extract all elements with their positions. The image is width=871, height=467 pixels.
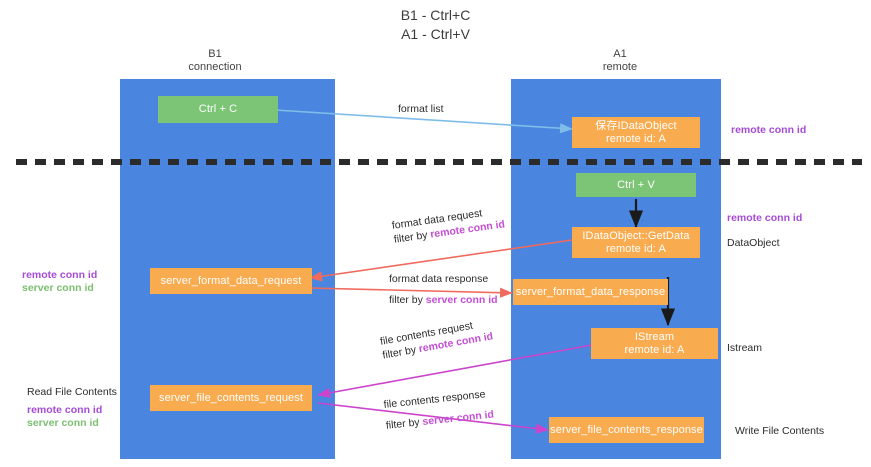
node-istream[interactable]: IStream remote id: A xyxy=(591,328,718,359)
filter-prefix: filter by xyxy=(385,416,424,432)
node-server-format-data-response[interactable]: server_format_data_response xyxy=(513,279,668,305)
edge-label-format-data-response: format data response filter by server co… xyxy=(389,272,498,307)
left-label-read-file-contents: Read File Contents xyxy=(27,386,117,398)
node-server-file-contents-request[interactable]: server_file_contents_request xyxy=(150,385,312,411)
node-ctrl-v[interactable]: Ctrl + V xyxy=(576,173,696,197)
left-label-server-conn-id: server conn id xyxy=(22,282,94,294)
edge-label-file-contents-response: file contents response filter by server … xyxy=(383,387,495,433)
edge-label-file-contents-response-text: file contents response xyxy=(383,388,486,411)
right-label-data-object: DataObject xyxy=(727,237,780,249)
filter-key-server-conn-id: server conn id xyxy=(421,408,495,428)
right-label-write-file-contents: Write File Contents xyxy=(735,425,825,437)
page-title: B1 - Ctrl+C A1 - Ctrl+V xyxy=(400,7,471,42)
node-save-idataobject[interactable]: 保存IDataObject remote id: A xyxy=(572,117,700,148)
left-label-remote-conn-id-2: remote conn id xyxy=(27,404,103,416)
node-server-file-contents-response[interactable]: server_file_contents_response xyxy=(549,417,704,443)
right-label-istream: Istream xyxy=(727,342,763,354)
edge-label-format-list: format list xyxy=(398,103,444,115)
node-server-format-data-request[interactable]: server_format_data_request xyxy=(150,268,312,294)
filter-key-server-conn-id: server conn id xyxy=(425,294,498,306)
filter-prefix: filter by xyxy=(393,228,432,246)
left-label-server-conn-id-2: server conn id xyxy=(27,417,99,429)
node-ctrl-c[interactable]: Ctrl + C xyxy=(158,96,278,123)
filter-prefix: filter by xyxy=(389,294,426,306)
edge-label-format-data-response-filter: filter by server conn id xyxy=(389,293,498,307)
edge-label-format-data-request: format data request filter by remote con… xyxy=(391,203,506,246)
left-label-remote-conn-id: remote conn id xyxy=(22,269,98,281)
node-idataobject-getdata[interactable]: IDataObject::GetData remote id: A xyxy=(572,227,700,258)
lane-caption-a1: A1 remote xyxy=(602,48,638,73)
edge-label-file-contents-request: file contents request filter by remote c… xyxy=(379,316,494,363)
edge-label-file-contents-response-filter: filter by server conn id xyxy=(385,408,494,433)
right-label-remote-conn-id-top: remote conn id xyxy=(731,124,807,136)
edge-label-format-data-response-text: format data response xyxy=(389,273,489,285)
right-label-remote-conn-id-mid: remote conn id xyxy=(727,212,803,224)
lane-caption-b1: B1 connection xyxy=(188,48,242,73)
